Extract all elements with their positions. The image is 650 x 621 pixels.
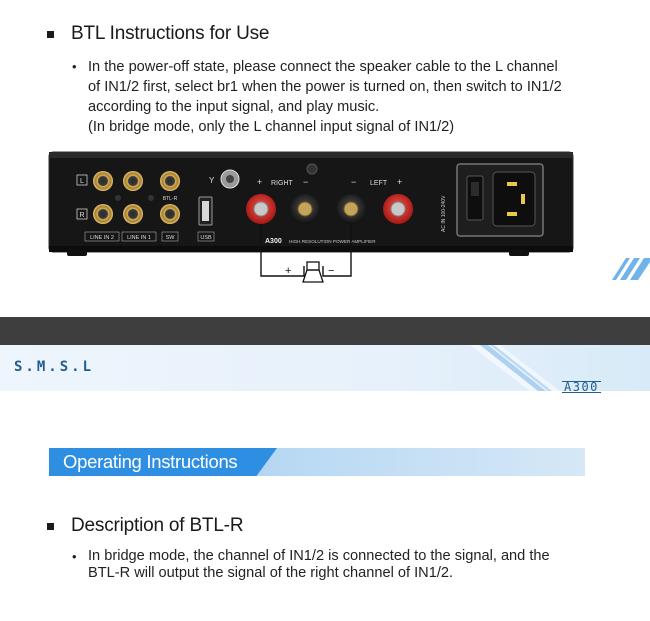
section-title: Operating Instructions [63,451,238,472]
wire-minus-label: − [328,265,334,277]
band-swoosh [470,345,560,391]
bullet-dot-icon: • [72,549,77,564]
bridge-wire-minus [322,224,352,277]
btl-line-2: of IN1/2 first, select br1 when the powe… [88,79,562,95]
rca-line-in1-l[interactable] [123,171,143,191]
line-in1-label: LINE IN 1 [127,235,151,241]
btl-r-label: BTL-R [163,196,178,202]
btl-instructions: • In the power-off state, please connect… [72,57,632,137]
rca-btl-r[interactable] [160,204,180,224]
sw-label: SW [166,235,176,241]
amplifier-rear-panel: L R BTL-R LINE IN 2 LINE IN 1 SW USB Y +… [48,151,574,283]
svg-text:Y: Y [209,176,215,185]
list-item: • In the power-off state, please connect… [72,57,632,137]
right-label: RIGHT [271,180,294,187]
rca-line-in1-r[interactable] [123,204,143,224]
right-channel-label: R [79,212,84,219]
section-tab [49,448,277,476]
btlr-line-1: In bridge mode, the channel of IN1/2 is … [88,548,550,564]
left-channel-marker [76,174,88,186]
left-plus-label: + [397,177,402,187]
btl-heading-row: BTL Instructions for Use [47,22,269,46]
btl-line-4: (In bridge mode, only the L channel inpu… [88,119,455,135]
btlr-line-2: BTL-R will output the signal of the righ… [88,565,454,581]
bullet-dot-icon: • [72,59,77,74]
btlr-description: • In bridge mode, the channel of IN1/2 i… [72,548,632,582]
left-channel-label: L [80,178,84,185]
page-divider-band [0,317,650,345]
speaker-icon [302,261,324,283]
btl-line-1: In the power-off state, please connect t… [88,59,558,75]
rca-line-in2-l[interactable] [93,171,113,191]
usb-label: USB [200,235,212,241]
panel-product-label: HIGH RESOLUTION POWER AMPLIFIER [289,239,376,244]
btl-line-3: according to the input signal, and play … [88,99,380,115]
ac-input-label: AC IN 100-240V [441,195,447,232]
left-minus-label: − [351,177,356,187]
square-bullet-icon [47,522,54,530]
decorative-stripes [612,258,650,280]
btlr-heading: Description of BTL-R [71,515,244,536]
wire-plus-label: + [285,265,291,277]
bridge-wire-plus [260,224,305,277]
panel-model-label: A300 [265,238,282,245]
left-label: LEFT [370,180,388,187]
square-bullet-icon [47,30,54,38]
iec-socket[interactable] [492,171,536,227]
right-plus-label: + [257,177,262,187]
line-in2-label: LINE IN 2 [90,235,114,241]
btl-heading: BTL Instructions for Use [71,23,270,44]
list-item: • In bridge mode, the channel of IN1/2 i… [72,548,632,582]
rca-line-in2-r[interactable] [93,204,113,224]
right-minus-label: − [303,177,308,187]
brand-logo: S.M.S.L [14,359,95,375]
model-logo: A300 [562,380,601,394]
rca-btl-l[interactable] [160,171,180,191]
right-channel-marker [76,208,88,220]
btlr-heading-row: Description of BTL-R [47,514,244,538]
